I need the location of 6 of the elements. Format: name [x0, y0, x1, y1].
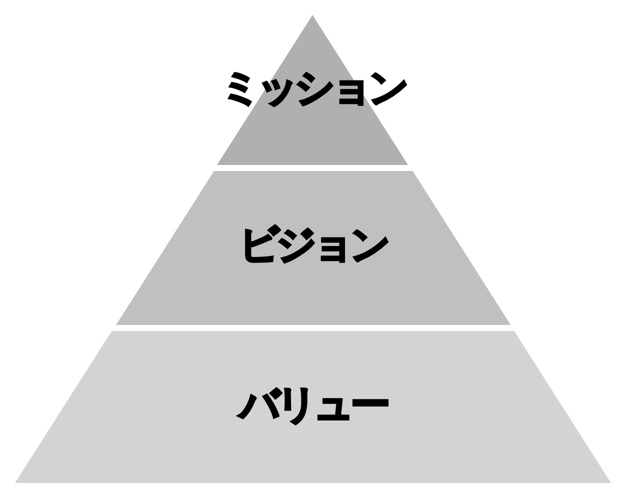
- tier-label: ミッション: [219, 66, 407, 110]
- pyramid-tier: [217, 15, 408, 165]
- pyramid-tier: [15, 331, 611, 483]
- pyramid-tier: [116, 171, 510, 325]
- tier-label: バリュー: [238, 383, 388, 427]
- tier-label: ビジョン: [238, 223, 388, 267]
